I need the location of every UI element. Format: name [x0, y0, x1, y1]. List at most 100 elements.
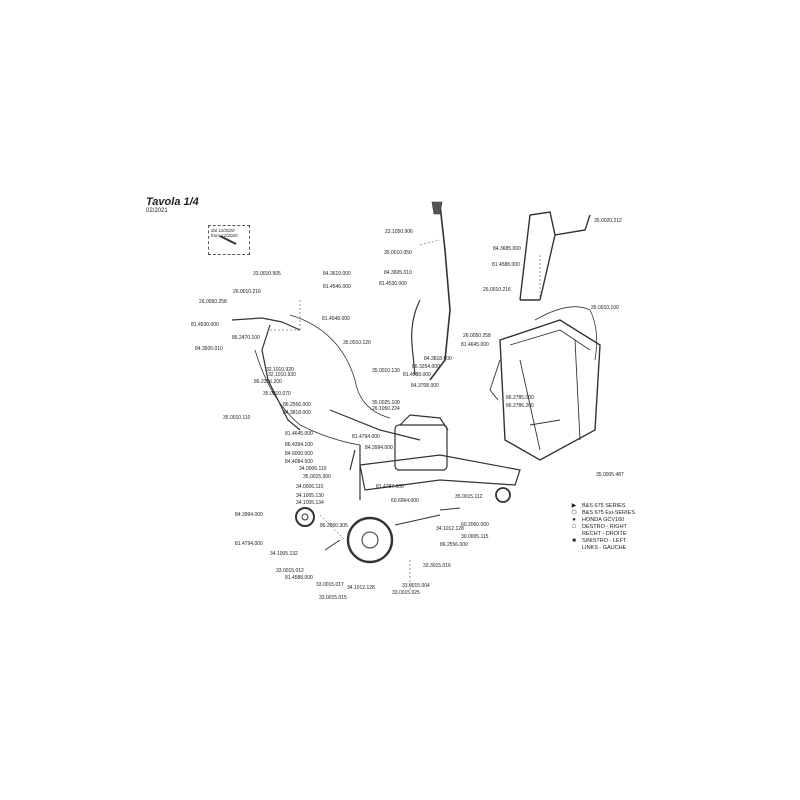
page-title: Tavola 1/4 [146, 196, 199, 208]
engine-block [394, 424, 448, 471]
part-number-label: 33.0015.015 [319, 595, 347, 601]
part-number-label: 84.3605.010 [195, 346, 223, 352]
part-number-label: 33.0015.017 [316, 582, 344, 588]
part-number-label: 35.0010.100 [591, 305, 619, 311]
legend: ▶ B&S 675 SERIES ⬡ B&S 675 Exi-SERIES ● … [570, 503, 635, 552]
part-number-label: 81.4588.000 [285, 575, 313, 581]
part-number-label: 60.2060.000 [461, 522, 489, 528]
legend-text: RECHT - DROITE [582, 531, 627, 537]
part-number-label: 33.0015.004 [402, 583, 430, 589]
part-number-label: 32.1010.920 [266, 367, 294, 373]
part-number-label: 33.0015.025 [392, 590, 420, 596]
part-number-label: 81.4588.000 [492, 262, 520, 268]
part-number-label: 81.4548.000 [322, 316, 350, 322]
part-number-label: 26.0010.216 [483, 287, 511, 293]
part-number-label: 35.0025.100 [372, 400, 400, 406]
chassis [359, 454, 521, 491]
legend-row: ⬡ B&S 675 Exi-SERIES [570, 510, 635, 517]
part-number-label: 34.1005.132 [270, 551, 298, 557]
part-number-label: 81.4588.000 [403, 372, 431, 378]
left-cable [289, 314, 391, 419]
part-number-label: 84.4084.500 [285, 459, 313, 465]
part-number-label: 86.4394.100 [285, 442, 313, 448]
part-number-label: 33.0015.012 [276, 568, 304, 574]
part-number-label: 81.4645.000 [461, 342, 489, 348]
grip-part [431, 201, 443, 215]
legend-text: B&S 675 Exi-SERIES [582, 510, 635, 516]
part-number-label: 84.3619.000 [323, 271, 351, 277]
small-wheel-left [295, 507, 315, 527]
part-number-label: 81.4530.000 [379, 281, 407, 287]
part-number-label: 81.4787.000 [376, 484, 404, 490]
part-number-label: 86.2556.000 [283, 402, 311, 408]
legend-text: B&S 675 SERIES [582, 503, 626, 509]
big-wheel [346, 516, 394, 564]
part-number-label: 35.0010.070 [263, 391, 291, 397]
part-number-label: 35.0005.487 [596, 472, 624, 478]
part-number-label: 84.3685.000 [493, 246, 521, 252]
part-number-label: 84.3708.000 [411, 383, 439, 389]
part-number-label: 35.0010.110 [223, 415, 251, 421]
left-cable-2 [254, 349, 361, 446]
legend-symbol: ▶ [571, 503, 577, 509]
legend-text: LINKS - GAUCHE [582, 545, 627, 551]
part-number-label: 84.3605.010 [384, 270, 412, 276]
part-number-label: 84.6000.000 [285, 451, 313, 457]
part-number-label: 26.0050.258 [463, 333, 491, 339]
part-number-label: 81.4530.000 [191, 322, 219, 328]
part-number-label: 84.3818.000 [283, 410, 311, 416]
legend-symbol: □ [572, 524, 576, 530]
part-number-label: 86.2356.200 [254, 379, 282, 385]
part-number-label: 33.3015.016 [423, 563, 451, 569]
part-number-label: 33.0010.905 [253, 271, 281, 277]
left-handlebar [231, 317, 301, 431]
bag-handle [519, 211, 591, 301]
part-number-label: 35.0010.050 [384, 250, 412, 256]
part-number-label: 60.6964.000 [391, 498, 419, 504]
inset-line-2: from 12/2020 [211, 233, 238, 238]
inset-part [219, 235, 237, 245]
bag-cable [534, 306, 598, 361]
legend-row: □ DESTRO - RIGHT RECHT - DROITE [570, 524, 635, 538]
axle-parts [324, 507, 461, 551]
part-number-label: 86.2860.305 [320, 523, 348, 529]
part-number-label: 35.0010.120 [343, 340, 371, 346]
page-date: 02/2021 [146, 208, 168, 214]
part-number-label: 35.0015.112 [455, 494, 483, 500]
legend-row: ▶ B&S 675 SERIES [570, 503, 635, 510]
part-number-label: 86.3254.000 [412, 364, 440, 370]
right-handle-loop [429, 204, 451, 381]
part-number-label: 81.4794.000 [235, 541, 263, 547]
legend-row: ■ SINISTRO - LEFT LINKS - GAUCHE [570, 538, 635, 552]
part-number-label: 34.1012.128 [436, 526, 464, 532]
legend-text: HONDA GCV160 [582, 517, 625, 523]
part-number-label: 34.0006.110 [299, 466, 327, 472]
part-number-label: 84.3818.000 [424, 356, 452, 362]
frame-bar [329, 409, 421, 500]
part-number-label: 86.2556.000 [440, 542, 468, 548]
part-number-label: 81.4546.000 [323, 284, 351, 290]
part-number-label: 84.3994.000 [235, 512, 263, 518]
inset-line-1: dal 12/2020 [211, 228, 235, 233]
part-number-label: 23.1050.906 [385, 229, 413, 235]
part-number-label: 86.2785.000 [506, 395, 534, 401]
part-number-label: 86.2470.100 [232, 335, 260, 341]
part-number-label: 35.0010.130 [372, 368, 400, 374]
legend-text: SINISTRO - LEFT [582, 538, 627, 544]
legend-symbol: ■ [572, 538, 576, 544]
part-number-label: 32.1010.930 [268, 372, 296, 378]
part-number-label: 81.4794.000 [352, 434, 380, 440]
inset-box: dal 12/2020 from 12/2020 [208, 225, 250, 255]
part-number-label: 26.1050.224 [372, 406, 400, 412]
legend-symbol: ● [572, 517, 576, 523]
part-number-label: 34.1005.134 [296, 500, 324, 506]
part-number-label: 26.0010.216 [233, 289, 261, 295]
legend-row: ● HONDA GCV160 [570, 517, 635, 524]
part-number-label: 81.4645.000 [285, 431, 313, 437]
part-number-label: 30.0005.115 [461, 534, 489, 540]
legend-text: DESTRO - RIGHT [582, 524, 627, 530]
small-wheel-right [495, 487, 511, 503]
grass-bag-frame [499, 319, 601, 461]
part-number-label: 26.0050.258 [199, 299, 227, 305]
